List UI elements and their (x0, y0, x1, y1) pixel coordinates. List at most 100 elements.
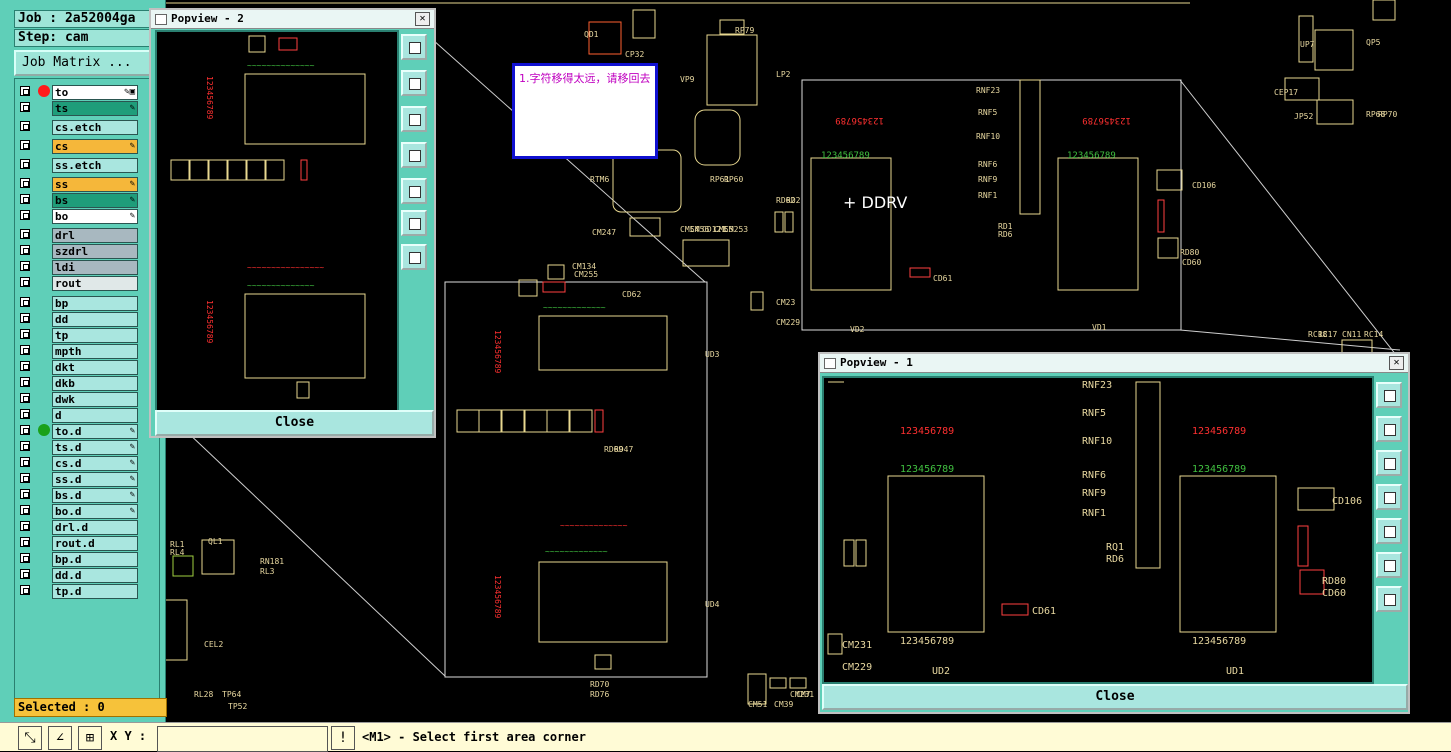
layer-checkbox[interactable] (20, 473, 30, 483)
job-matrix-button[interactable]: Job Matrix ... (14, 50, 158, 76)
layer-checkbox[interactable] (20, 409, 30, 419)
layer-name[interactable]: drl.d (52, 520, 138, 535)
layer-name[interactable]: to.d✎ (52, 424, 138, 439)
zoom-out-button[interactable] (1376, 586, 1402, 612)
layer-row-dkb[interactable]: dkb (18, 376, 150, 391)
layer-row-dd[interactable]: dd (18, 312, 150, 327)
layer-checkbox[interactable] (20, 505, 30, 515)
layer-row-bo-d[interactable]: bo.d✎ (18, 504, 150, 519)
layer-row-bs-d[interactable]: bs.d✎ (18, 488, 150, 503)
pan-left-button[interactable] (401, 142, 427, 168)
layer-row-ldi[interactable]: ldi (18, 260, 150, 275)
layer-checkbox[interactable] (20, 194, 30, 204)
layer-checkbox[interactable] (20, 159, 30, 169)
layer-row-dkt[interactable]: dkt (18, 360, 150, 375)
popview-1-viewport[interactable]: 123456789 123456789 123456789 123456789 … (822, 376, 1374, 684)
layer-checkbox[interactable] (20, 102, 30, 112)
layer-name[interactable]: ts✎ (52, 101, 138, 116)
layer-name[interactable]: bs✎ (52, 193, 138, 208)
layer-name[interactable]: dkt (52, 360, 138, 375)
layer-checkbox[interactable] (20, 345, 30, 355)
layer-row-to[interactable]: to✎▣ (18, 85, 150, 100)
alert-icon[interactable]: ! (331, 726, 355, 750)
zoom-out-button[interactable] (401, 244, 427, 270)
layer-name[interactable]: tp.d (52, 584, 138, 599)
popview-2-titlebar[interactable]: Popview - 2 ✕ (151, 10, 434, 29)
layer-checkbox[interactable] (20, 361, 30, 371)
layer-name[interactable]: bs.d✎ (52, 488, 138, 503)
layer-name[interactable]: dd (52, 312, 138, 327)
pan-right-button[interactable] (401, 178, 427, 204)
layer-checkbox[interactable] (20, 277, 30, 287)
zoom-in-button[interactable] (1376, 552, 1402, 578)
layer-name[interactable]: tp (52, 328, 138, 343)
layer-row-tp[interactable]: tp (18, 328, 150, 343)
layer-name[interactable]: to✎▣ (52, 85, 138, 100)
layer-checkbox[interactable] (20, 585, 30, 595)
measure-tool-icon[interactable]: ∠ (48, 726, 72, 750)
layer-name[interactable]: dd.d (52, 568, 138, 583)
popview-1-titlebar[interactable]: Popview - 1 ✕ (820, 354, 1408, 373)
pan-left-button[interactable] (1376, 484, 1402, 510)
layer-name[interactable]: rout.d (52, 536, 138, 551)
layer-checkbox[interactable] (20, 569, 30, 579)
layer-name[interactable]: bp (52, 296, 138, 311)
layer-row-bp-d[interactable]: bp.d (18, 552, 150, 567)
layer-row-cs-etch[interactable]: cs.etch (18, 120, 150, 135)
layer-row-dwk[interactable]: dwk (18, 392, 150, 407)
layer-checkbox[interactable] (20, 489, 30, 499)
layer-row-ss-d[interactable]: ss.d✎ (18, 472, 150, 487)
pcb-canvas[interactable]: 123456789 123456789 ~~~~~~~~~~~~~~ ~~~~~… (165, 0, 1451, 722)
popview-1-close-button[interactable]: Close (822, 684, 1408, 710)
layer-checkbox[interactable] (20, 178, 30, 188)
layer-checkbox[interactable] (20, 537, 30, 547)
layer-row-ts[interactable]: ts✎ (18, 101, 150, 116)
layer-row-szdrl[interactable]: szdrl (18, 244, 150, 259)
xy-coordinate-input[interactable] (157, 726, 328, 752)
layer-checkbox[interactable] (20, 457, 30, 467)
layer-name[interactable]: szdrl (52, 244, 138, 259)
layer-row-dd-d[interactable]: dd.d (18, 568, 150, 583)
layer-name[interactable]: d (52, 408, 138, 423)
layer-row-bp[interactable]: bp (18, 296, 150, 311)
layer-name[interactable]: dkb (52, 376, 138, 391)
zoom-fit-button[interactable] (1376, 382, 1402, 408)
layer-row-ss[interactable]: ss✎ (18, 177, 150, 192)
layer-row-ts-d[interactable]: ts.d✎ (18, 440, 150, 455)
layer-row-rout[interactable]: rout (18, 276, 150, 291)
layer-checkbox[interactable] (20, 245, 30, 255)
close-icon[interactable]: ✕ (415, 12, 430, 26)
layer-checkbox[interactable] (20, 425, 30, 435)
layer-row-to-d[interactable]: to.d✎ (18, 424, 150, 439)
layer-row-rout-d[interactable]: rout.d (18, 536, 150, 551)
zoom-in-button[interactable] (401, 210, 427, 236)
layer-name[interactable]: ldi (52, 260, 138, 275)
layer-name[interactable]: rout (52, 276, 138, 291)
layer-name[interactable]: dwk (52, 392, 138, 407)
layer-checkbox[interactable] (20, 377, 30, 387)
layer-name[interactable]: cs✎ (52, 139, 138, 154)
layer-row-mpth[interactable]: mpth (18, 344, 150, 359)
layer-checkbox[interactable] (20, 86, 30, 96)
layer-name[interactable]: bo✎ (52, 209, 138, 224)
popview-2-viewport[interactable]: 123456789 123456789 ~~~~~~~~~~~~~~~~ ~~~… (155, 30, 399, 412)
zoom-area-tool-icon[interactable]: ⤡ (18, 726, 42, 750)
layer-name[interactable]: ss.d✎ (52, 472, 138, 487)
layer-row-drl-d[interactable]: drl.d (18, 520, 150, 535)
layer-checkbox[interactable] (20, 297, 30, 307)
layer-name[interactable]: drl (52, 228, 138, 243)
pan-down-button[interactable] (1376, 450, 1402, 476)
layer-checkbox[interactable] (20, 210, 30, 220)
zoom-fit-button[interactable] (401, 34, 427, 60)
layer-checkbox[interactable] (20, 261, 30, 271)
layer-checkbox[interactable] (20, 521, 30, 531)
layer-name[interactable]: ss✎ (52, 177, 138, 192)
layer-row-d[interactable]: d (18, 408, 150, 423)
close-icon[interactable]: ✕ (1389, 356, 1404, 370)
layer-name[interactable]: bp.d (52, 552, 138, 567)
pan-right-button[interactable] (1376, 518, 1402, 544)
layer-row-bo[interactable]: bo✎ (18, 209, 150, 224)
popview-2-close-button[interactable]: Close (155, 410, 434, 436)
layer-checkbox[interactable] (20, 229, 30, 239)
layer-checkbox[interactable] (20, 121, 30, 131)
